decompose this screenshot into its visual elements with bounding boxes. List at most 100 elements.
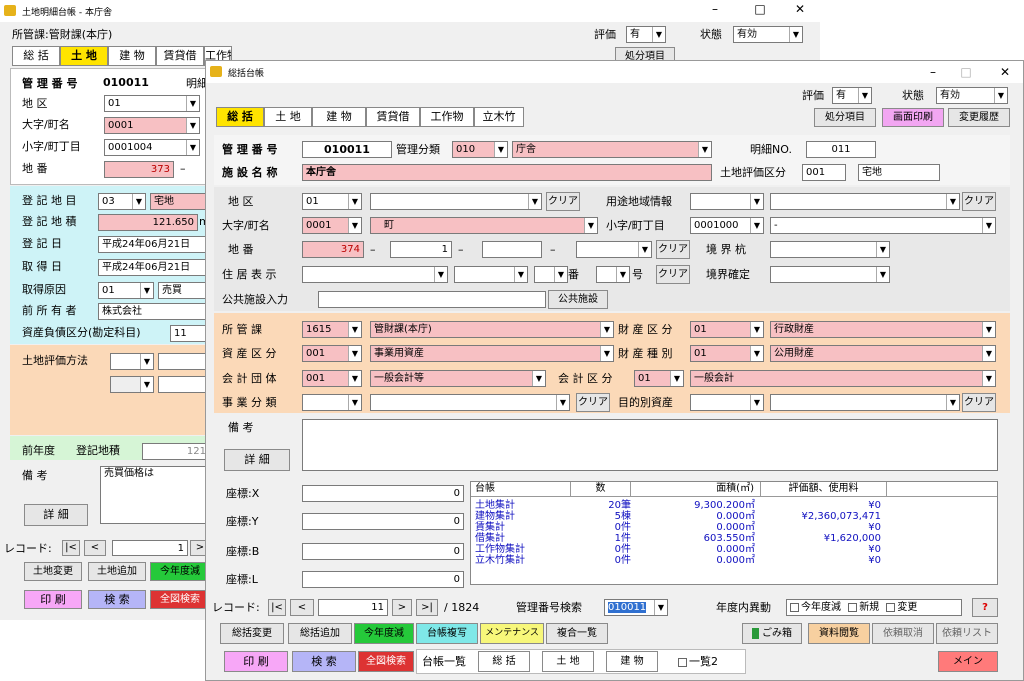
print-screen-button[interactable]: 画面印刷 xyxy=(882,108,944,127)
zahyo-y-input[interactable]: 0 xyxy=(302,513,464,530)
search-button[interactable]: 検 索 xyxy=(88,590,146,609)
hyoka-hoho-select-2[interactable]: ▼ xyxy=(110,376,154,393)
oaza-name-select[interactable]: 町▼ xyxy=(370,217,598,234)
record-input[interactable]: 1 xyxy=(112,540,188,556)
shiryo-button[interactable]: 資料閲覧 xyxy=(808,623,870,644)
chk-new-box[interactable] xyxy=(848,602,858,612)
tab-tatemono[interactable]: 建 物 xyxy=(108,46,156,66)
first-record-icon[interactable]: |< xyxy=(268,599,286,616)
chiban-input[interactable]: 374 xyxy=(302,241,364,258)
close-icon[interactable]: ✕ xyxy=(999,65,1011,79)
jotai-select[interactable]: 有効▼ xyxy=(936,87,1008,104)
jukyo3-select[interactable]: ▼ xyxy=(534,266,568,283)
tab-ryubokuchiku[interactable]: 立木竹 xyxy=(474,107,524,127)
record-input[interactable]: 11 xyxy=(318,599,388,616)
next-record-icon[interactable]: > xyxy=(392,599,412,616)
tab-kosakubutsu[interactable]: 工作物 xyxy=(420,107,474,127)
shisan-name-select[interactable]: 事業用資産▼ xyxy=(370,345,614,362)
zaisan-shu-select[interactable]: 01▼ xyxy=(690,345,764,362)
first-record-icon[interactable]: |< xyxy=(62,540,80,556)
yoto-name-select[interactable]: ▼ xyxy=(770,193,960,210)
shosai-button[interactable]: 詳 細 xyxy=(24,504,88,526)
shutoku-gen-select[interactable]: 01▼ xyxy=(98,282,154,299)
search-input[interactable]: 010011▼ xyxy=(604,599,668,616)
shisetsu-input[interactable]: 本庁舎 xyxy=(302,164,712,181)
last-record-icon[interactable]: >| xyxy=(416,599,438,616)
zahyo-x-input[interactable]: 0 xyxy=(302,485,464,502)
gomi-button[interactable]: ごみ箱 xyxy=(742,623,802,644)
chiban3-input[interactable] xyxy=(482,241,542,258)
jigyo-select[interactable]: ▼ xyxy=(302,394,362,411)
main-button[interactable]: メイン xyxy=(938,651,998,672)
jotai-select[interactable]: 有効▼ xyxy=(733,26,803,43)
tab-tatemono[interactable]: 建 物 xyxy=(312,107,366,127)
yoto-clear-button[interactable]: クリア xyxy=(962,192,996,211)
sokatsu-change-button[interactable]: 総括変更 xyxy=(220,623,284,644)
chk-gen-box[interactable] xyxy=(790,602,799,612)
shokan-name-select[interactable]: 管財課(本庁)▼ xyxy=(370,321,614,338)
shisan-select[interactable]: 001▼ xyxy=(302,345,362,362)
fukugo-list-button[interactable]: 複合一覧 xyxy=(546,623,608,644)
kyokai-select[interactable]: ▼ xyxy=(770,241,890,258)
minimize-icon[interactable]: – xyxy=(712,2,718,16)
koaza-select[interactable]: 0001000▼ xyxy=(690,217,764,234)
chiban-clear-button[interactable]: クリア xyxy=(656,240,690,259)
kaikei-select[interactable]: 001▼ xyxy=(302,370,362,387)
gen-button[interactable]: 今年度減 xyxy=(354,623,414,644)
kaikei-kubun-name-select[interactable]: 一般会計▼ xyxy=(690,370,996,387)
chiban2-input[interactable]: 1 xyxy=(390,241,452,258)
shokan-select[interactable]: 1615▼ xyxy=(302,321,362,338)
kyokai-kakutei-select[interactable]: ▼ xyxy=(770,266,890,283)
hyoka-select[interactable]: 有▼ xyxy=(832,87,872,104)
prev-record-icon[interactable]: < xyxy=(84,540,106,556)
search-button[interactable]: 検 索 xyxy=(292,651,356,672)
tab-tochi[interactable]: 土 地 xyxy=(60,46,108,66)
help-button[interactable]: ? xyxy=(972,598,998,617)
nav-sokatsu-button[interactable]: 総 括 xyxy=(478,651,530,672)
tab-chintaishaku[interactable]: 賃貸借 xyxy=(366,107,420,127)
sokatsu-add-button[interactable]: 総括追加 xyxy=(288,623,352,644)
biko-textarea[interactable] xyxy=(302,419,998,471)
jigyo-name-select[interactable]: ▼ xyxy=(370,394,570,411)
kaikei-name-select[interactable]: 一般会計等▼ xyxy=(370,370,546,387)
shisan-input[interactable]: 11 xyxy=(170,325,210,342)
biko-textarea[interactable]: 売買価格は xyxy=(100,466,210,524)
zahyo-l-input[interactable]: 0 xyxy=(302,571,464,588)
zaisan-name-select[interactable]: 行政財産▼ xyxy=(770,321,996,338)
tab-tochi[interactable]: 土 地 xyxy=(264,107,312,127)
chiku-name-select[interactable]: ▼ xyxy=(370,193,542,210)
hyoka-hoho-select[interactable]: ▼ xyxy=(110,353,154,370)
close-icon[interactable]: ✕ xyxy=(794,2,806,16)
shutoku-bi-input[interactable]: 平成24年06月21日 xyxy=(98,259,210,276)
tab-sokatsu[interactable]: 総 括 xyxy=(216,107,264,127)
jukyo-select[interactable]: ▼ xyxy=(302,266,448,283)
chiku-select[interactable]: 01▼ xyxy=(302,193,362,210)
chk-change-box[interactable] xyxy=(886,602,896,612)
koaza-name-select[interactable]: -▼ xyxy=(770,217,996,234)
oaza-select[interactable]: 0001▼ xyxy=(302,217,362,234)
tab-chintaishaku[interactable]: 賃貸借 xyxy=(156,46,204,66)
zen-input[interactable]: 株式会社 xyxy=(98,303,210,320)
chiku-clear-button[interactable]: クリア xyxy=(546,192,580,211)
irai-list-button[interactable]: 依頼リスト xyxy=(936,623,998,644)
gen-button[interactable]: 今年度減 xyxy=(150,562,210,581)
nav-tochi-button[interactable]: 土 地 xyxy=(542,651,594,672)
minimize-icon[interactable]: – xyxy=(930,65,936,79)
nav-tatemono-button[interactable]: 建 物 xyxy=(606,651,658,672)
print-button[interactable]: 印 刷 xyxy=(224,651,288,672)
all-search-button[interactable]: 全図検索 xyxy=(358,651,414,672)
meisai-input[interactable]: 011 xyxy=(806,141,876,158)
zahyo-b-input[interactable]: 0 xyxy=(302,543,464,560)
tochi-add-button[interactable]: 土地追加 xyxy=(88,562,146,581)
mokuteki-name-select[interactable]: ▼ xyxy=(770,394,960,411)
chiban-input[interactable]: 373 xyxy=(104,161,174,178)
kokyo-input[interactable] xyxy=(318,291,546,308)
shosai-button[interactable]: 詳 細 xyxy=(224,449,290,471)
mokuteki-clear-button[interactable]: クリア xyxy=(962,393,996,412)
tab-sokatsu[interactable]: 総 括 xyxy=(12,46,60,66)
jukyo4-select[interactable]: ▼ xyxy=(596,266,630,283)
jigyo-clear-button[interactable]: クリア xyxy=(576,393,610,412)
mokuteki-select[interactable]: ▼ xyxy=(690,394,764,411)
hyoka-kubun-code[interactable]: 001 xyxy=(802,164,846,181)
jukyo2-select[interactable]: ▼ xyxy=(454,266,528,283)
